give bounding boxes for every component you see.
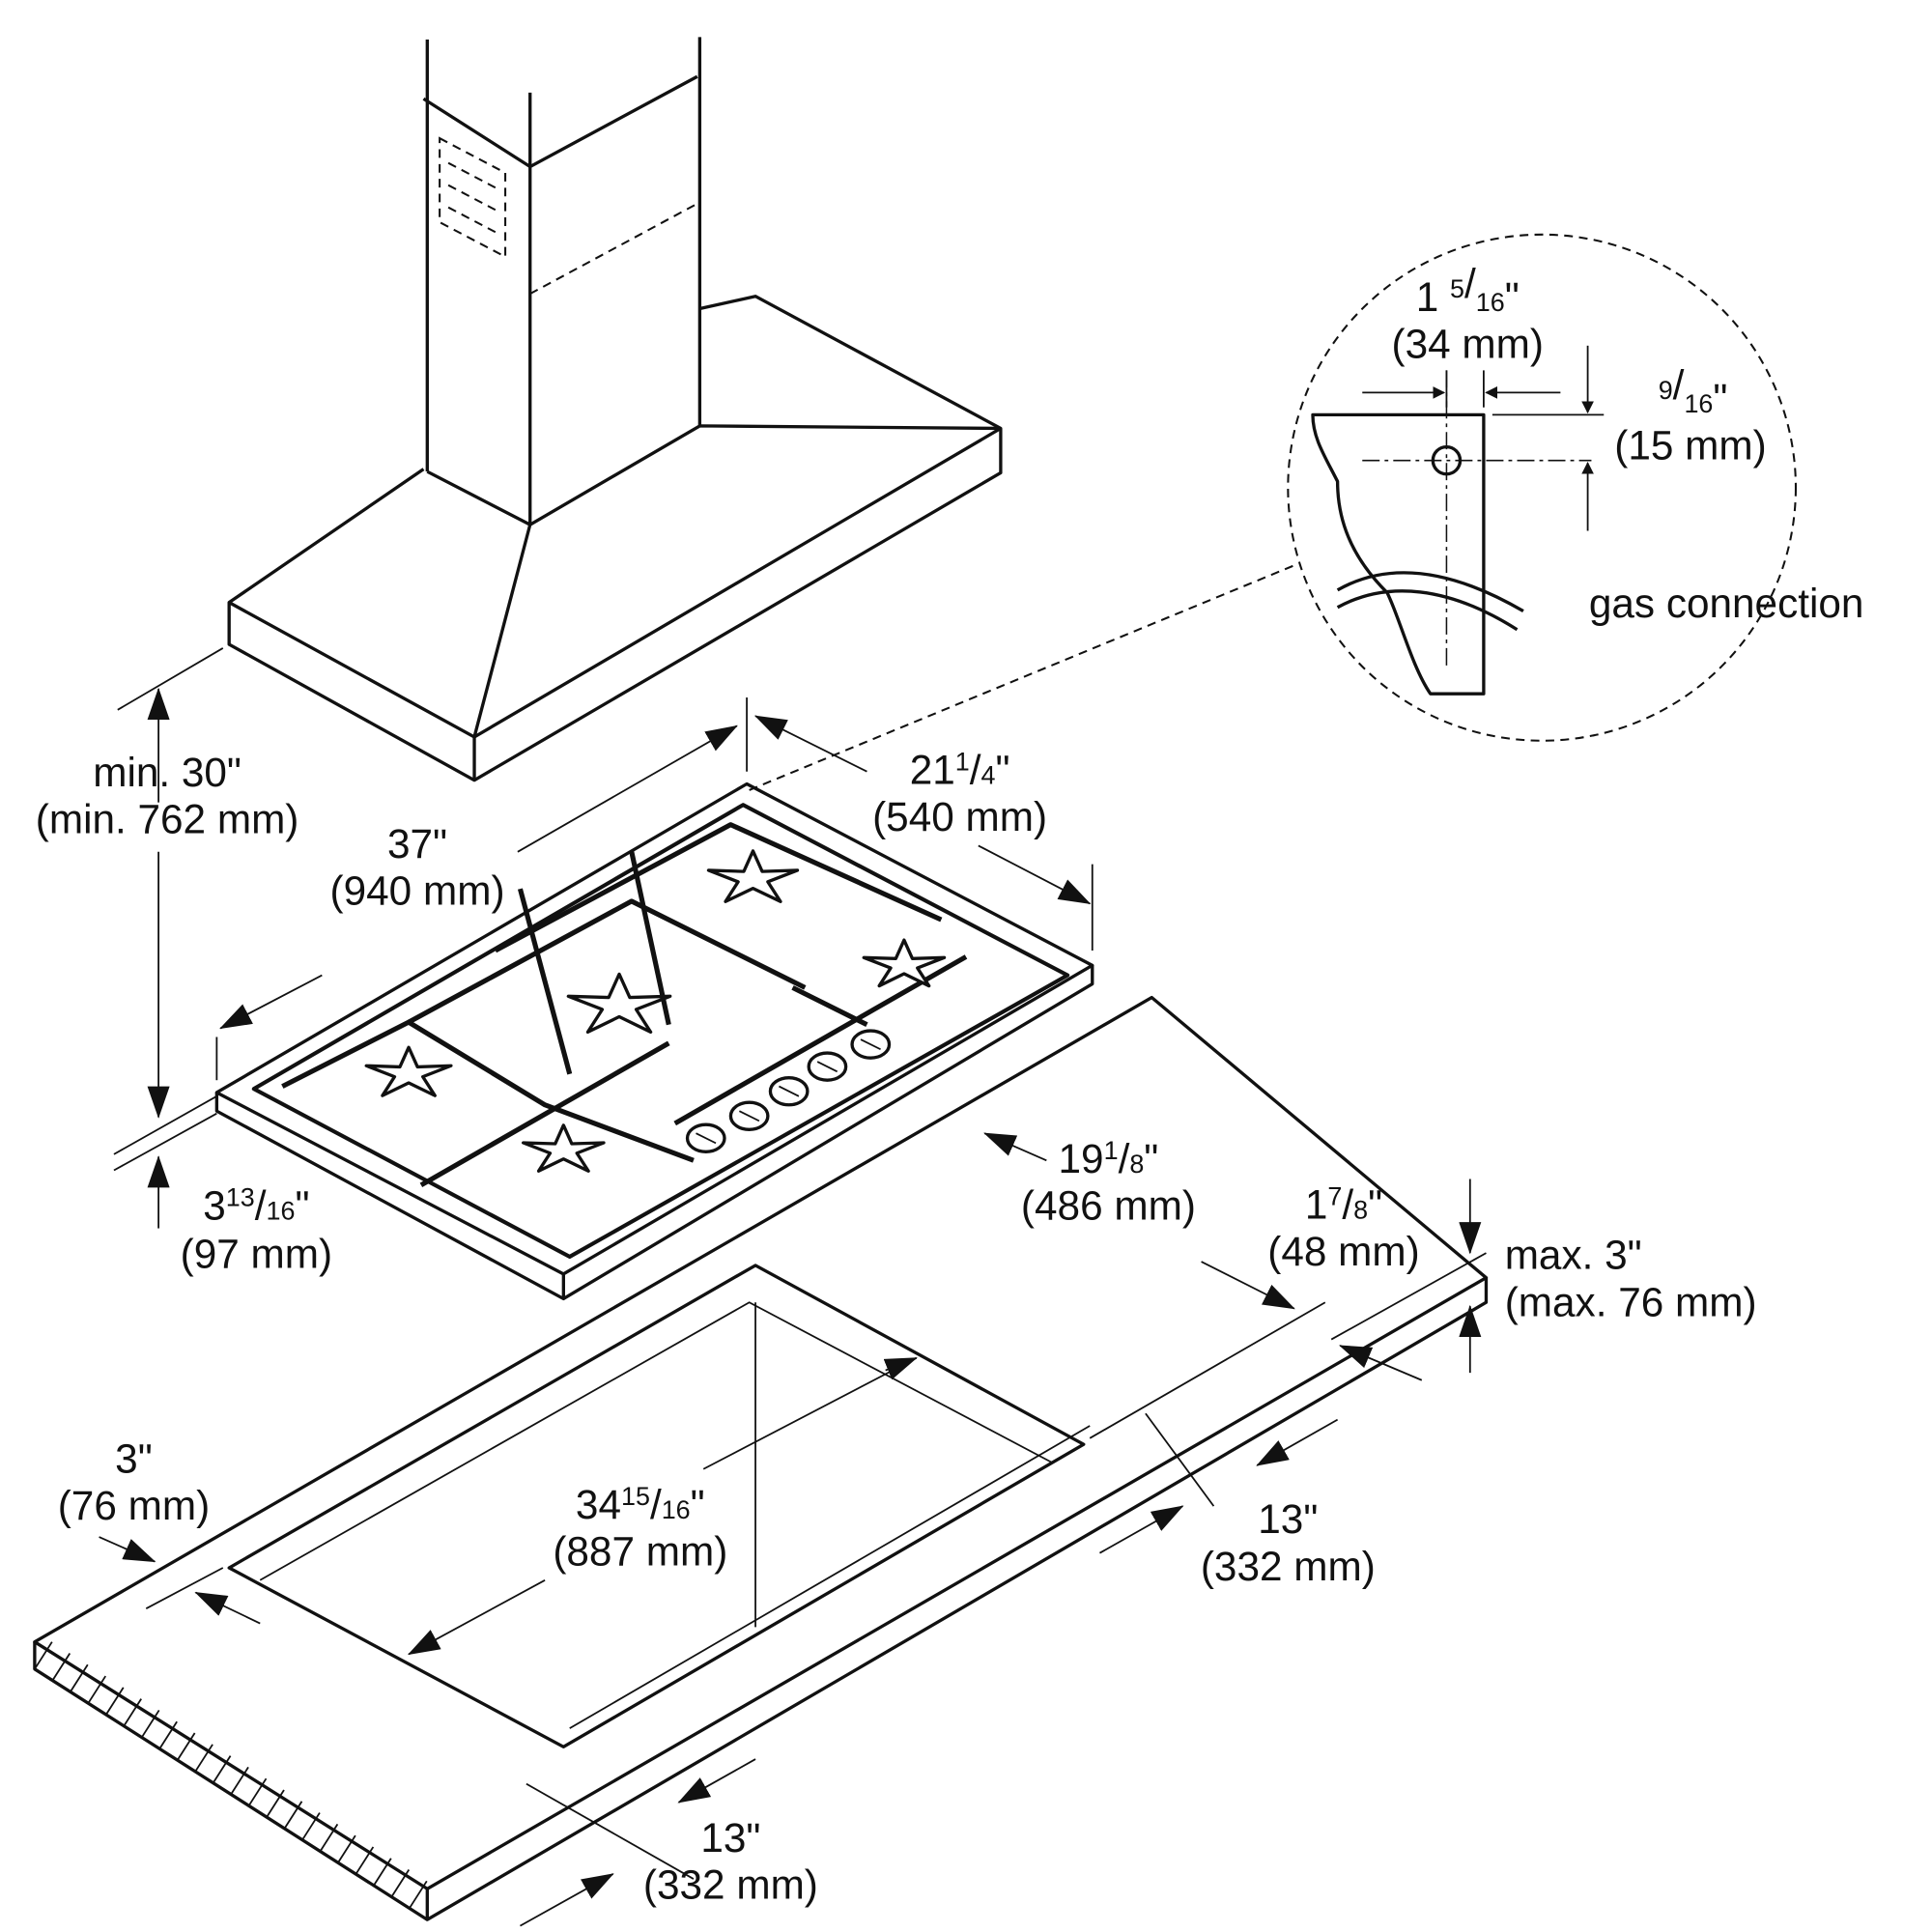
- cooktop-depth-metric: (540 mm): [872, 794, 1047, 839]
- gas-cooktop: [214, 781, 1094, 1301]
- cutout-depth-metric: (486 mm): [1021, 1183, 1196, 1229]
- hatch-line: [212, 1755, 232, 1784]
- hatch-line: [194, 1744, 213, 1773]
- cooktop-height-metric: (97 mm): [181, 1232, 332, 1277]
- burners: [364, 849, 947, 1173]
- knob-indicator: [779, 1085, 800, 1097]
- rear-clearance-imperial: 17/8": [1305, 1181, 1382, 1227]
- burner-icon: [566, 972, 672, 1035]
- hatch-line: [409, 1880, 428, 1909]
- hatch-line: [283, 1801, 303, 1830]
- hatch-line: [266, 1789, 285, 1818]
- hatch-line: [373, 1858, 392, 1887]
- grates: [281, 822, 968, 1188]
- cutout-width-imperial: 3415/16": [576, 1482, 705, 1527]
- burner-icon: [706, 849, 800, 903]
- countertop: [33, 995, 1489, 1921]
- burner-icon: [522, 1123, 606, 1173]
- rear-clearance-metric: (48 mm): [1267, 1229, 1419, 1274]
- knob-indicator: [860, 1038, 881, 1051]
- hood-clearance-metric: (min. 762 mm): [36, 797, 299, 842]
- gas-connection-detail: [749, 233, 1797, 791]
- hatch-line: [70, 1663, 89, 1692]
- countertop-max-imperial: max. 3": [1505, 1233, 1642, 1278]
- hatch-line: [105, 1687, 125, 1716]
- hatch-line: [176, 1732, 196, 1761]
- gas-offset-y-metric: (15 mm): [1614, 422, 1766, 468]
- hatch-line: [123, 1698, 142, 1727]
- cutout-depth-imperial: 191/8": [1059, 1136, 1159, 1181]
- cabinet-right-imperial: 13": [1258, 1496, 1318, 1542]
- burner-icon: [862, 938, 947, 988]
- hatch-line: [87, 1675, 107, 1704]
- side-clearance-imperial: 3": [115, 1436, 153, 1482]
- cooktop-width-metric: (940 mm): [330, 868, 505, 914]
- dimension-lines: [99, 647, 1487, 1927]
- hood-clearance-imperial: min. 30": [93, 750, 242, 795]
- gas-offset-x-imperial: 1 5/16": [1416, 261, 1520, 320]
- cabinet-left-metric: (332 mm): [643, 1862, 818, 1908]
- gas-offset-x-metric: (34 mm): [1391, 322, 1543, 367]
- hatch-line: [337, 1834, 356, 1863]
- cabinet-right-metric: (332 mm): [1201, 1544, 1376, 1589]
- cooktop-depth-imperial: 211/4": [910, 747, 1010, 792]
- gas-offset-y-imperial: 9/16": [1659, 362, 1728, 421]
- burner-icon: [364, 1045, 453, 1097]
- vent-grille-icon: [439, 136, 507, 259]
- hatch-line: [158, 1720, 178, 1749]
- hatch-line: [230, 1766, 249, 1795]
- gas-connection-label: gas connection: [1589, 581, 1864, 626]
- cooktop-width-imperial: 37": [387, 821, 447, 867]
- control-knobs: [685, 1029, 892, 1153]
- countertop-max-metric: (max. 76 mm): [1505, 1279, 1757, 1324]
- hatch-line: [140, 1709, 160, 1739]
- cutout-width-metric: (887 mm): [553, 1529, 727, 1575]
- cooktop-height-imperial: 313/16": [203, 1183, 309, 1229]
- hatch-line: [319, 1823, 339, 1852]
- range-hood: [227, 37, 1003, 782]
- knob-indicator: [738, 1110, 760, 1122]
- hatch-line: [34, 1641, 53, 1670]
- hatch-line: [51, 1652, 71, 1682]
- hatch-line: [301, 1812, 321, 1841]
- knob-indicator: [696, 1132, 717, 1145]
- side-clearance-metric: (76 mm): [58, 1483, 210, 1528]
- hatch-line: [247, 1777, 268, 1806]
- hatch-line: [355, 1846, 375, 1875]
- cabinet-left-imperial: 13": [700, 1815, 760, 1861]
- hatch-line: [390, 1869, 411, 1898]
- knob-indicator: [816, 1061, 838, 1073]
- countertop-hatching: [34, 1641, 428, 1909]
